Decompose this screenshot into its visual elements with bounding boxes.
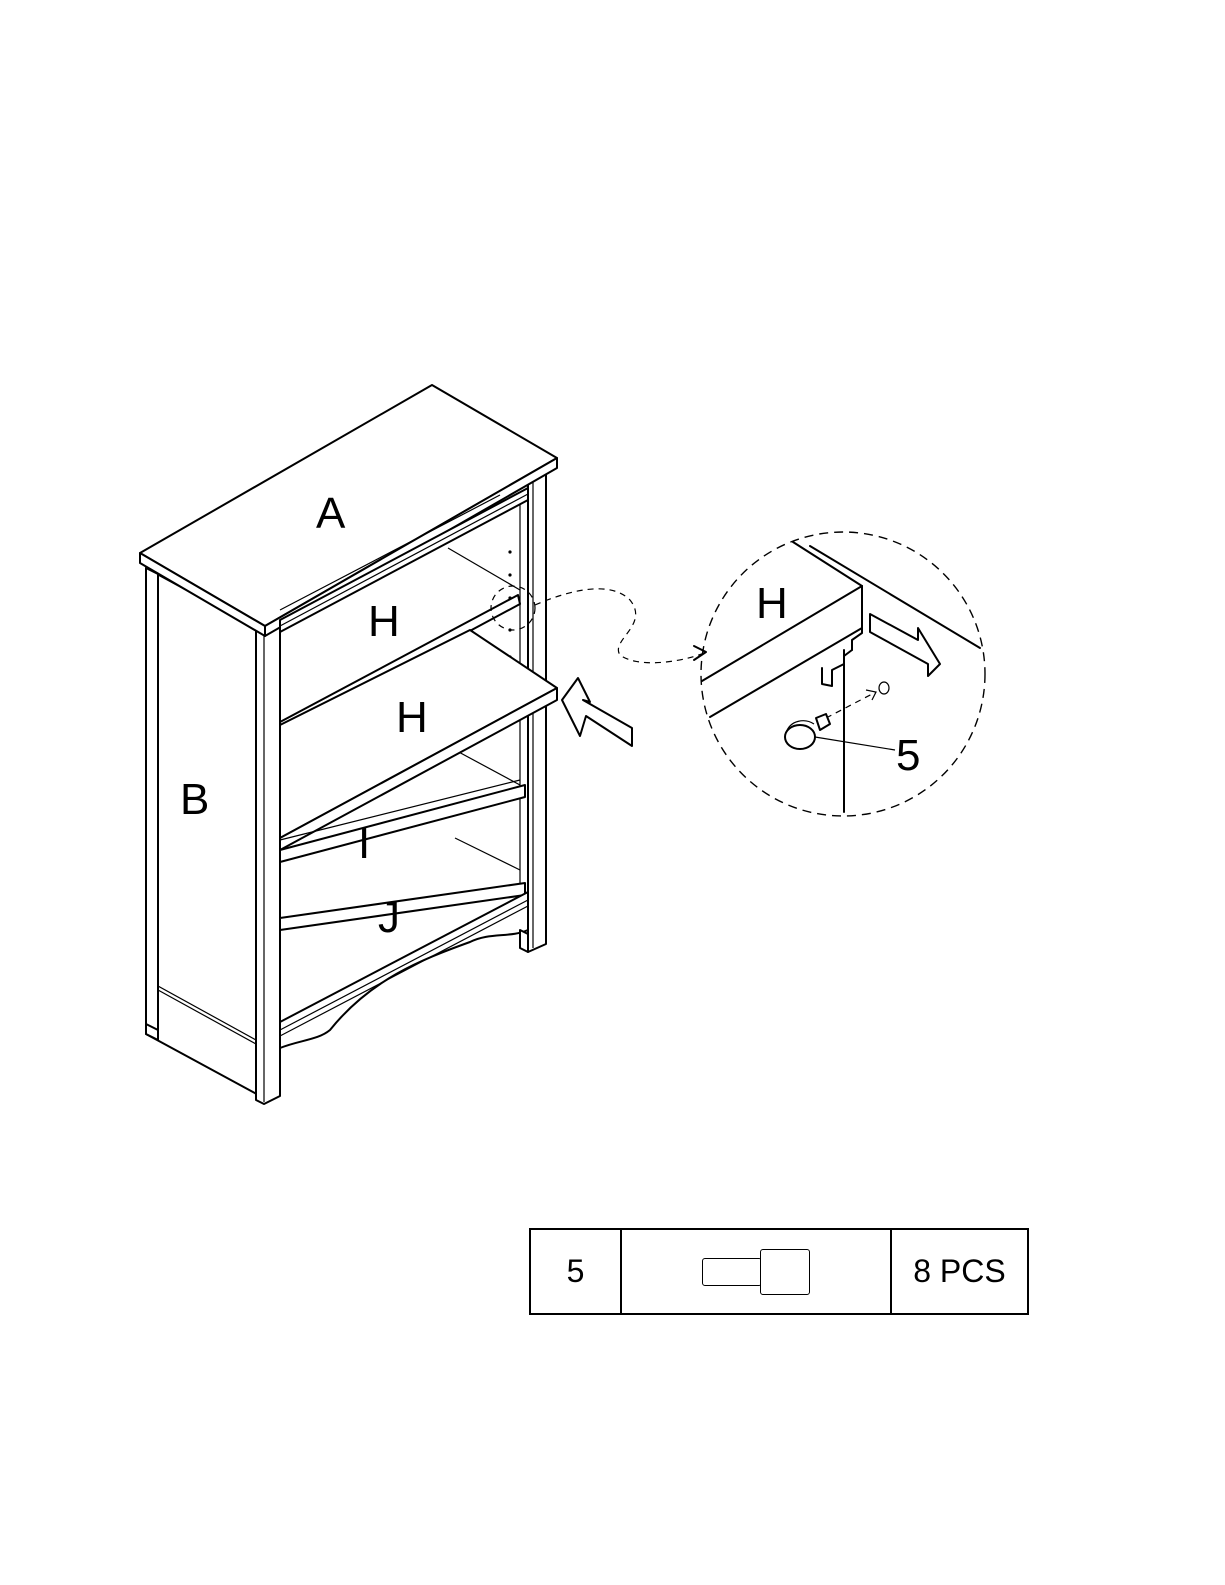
bookcase-illustration bbox=[140, 385, 632, 1104]
part-number: 5 bbox=[530, 1229, 621, 1314]
left-front-post bbox=[146, 568, 158, 1040]
shelf-pin-icon bbox=[702, 1249, 810, 1295]
parts-table: 5 8 PCS bbox=[529, 1228, 1029, 1315]
part-quantity: 8 PCS bbox=[891, 1229, 1028, 1314]
label-shelf-upper: H bbox=[368, 597, 400, 646]
label-top: A bbox=[316, 489, 346, 538]
detail-arrow bbox=[870, 614, 940, 676]
part-image-cell bbox=[621, 1229, 891, 1314]
side-panel bbox=[146, 568, 264, 1098]
shelf-pin bbox=[785, 714, 830, 749]
detail-leader bbox=[535, 589, 706, 663]
insert-arrow bbox=[562, 678, 632, 746]
label-detail-shelf: H bbox=[756, 579, 788, 628]
label-side: B bbox=[180, 775, 209, 824]
table-row: 5 8 PCS bbox=[530, 1229, 1028, 1314]
detail-view bbox=[701, 532, 985, 816]
label-detail-part: 5 bbox=[896, 731, 920, 780]
label-shelf-lower: I bbox=[358, 819, 370, 868]
label-bottom: J bbox=[378, 893, 400, 942]
front-post bbox=[256, 618, 280, 1104]
label-shelf-middle: H bbox=[396, 693, 428, 742]
